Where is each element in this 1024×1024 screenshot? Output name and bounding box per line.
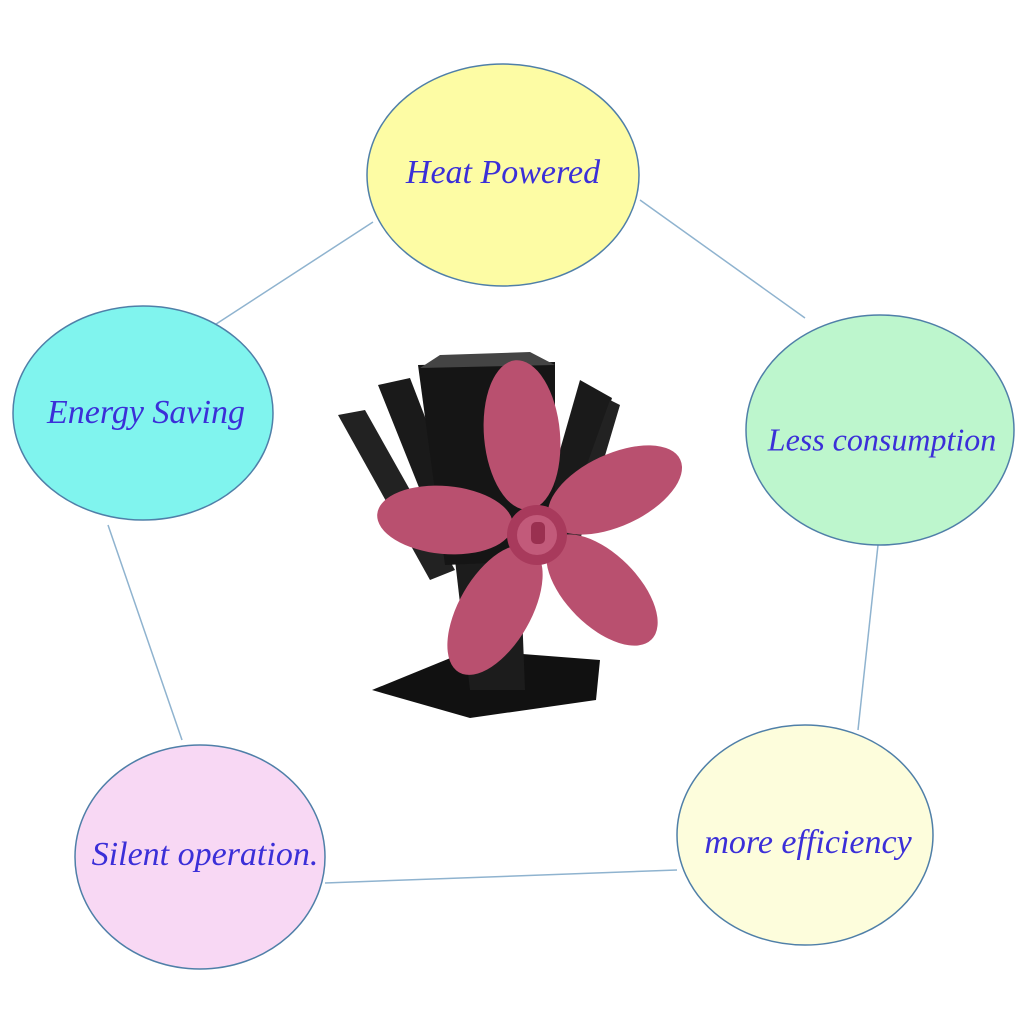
- bubble-silent-operation: [74, 744, 326, 970]
- bubble-less-consumption: [745, 314, 1015, 546]
- bubble-more-efficiency: [676, 724, 934, 946]
- stove-fan-image: [338, 352, 683, 718]
- connector-lines: [107, 199, 879, 884]
- bubble-energy-saving: [12, 305, 274, 521]
- connector-line: [324, 869, 678, 884]
- feature-label-more-efficiency: more efficiency: [704, 824, 912, 861]
- feature-label-silent-operation: Silent operation.: [91, 836, 319, 873]
- connector-line: [107, 524, 183, 741]
- feature-label-energy-saving: Energy Saving: [47, 394, 245, 431]
- feature-label-heat-powered: Heat Powered: [405, 154, 601, 191]
- bubble-heat-powered: [366, 63, 640, 287]
- feature-label-less-consumption: Less consumption: [767, 421, 997, 458]
- connector-line: [639, 199, 806, 319]
- connector-line: [857, 544, 879, 731]
- connector-line: [209, 221, 374, 329]
